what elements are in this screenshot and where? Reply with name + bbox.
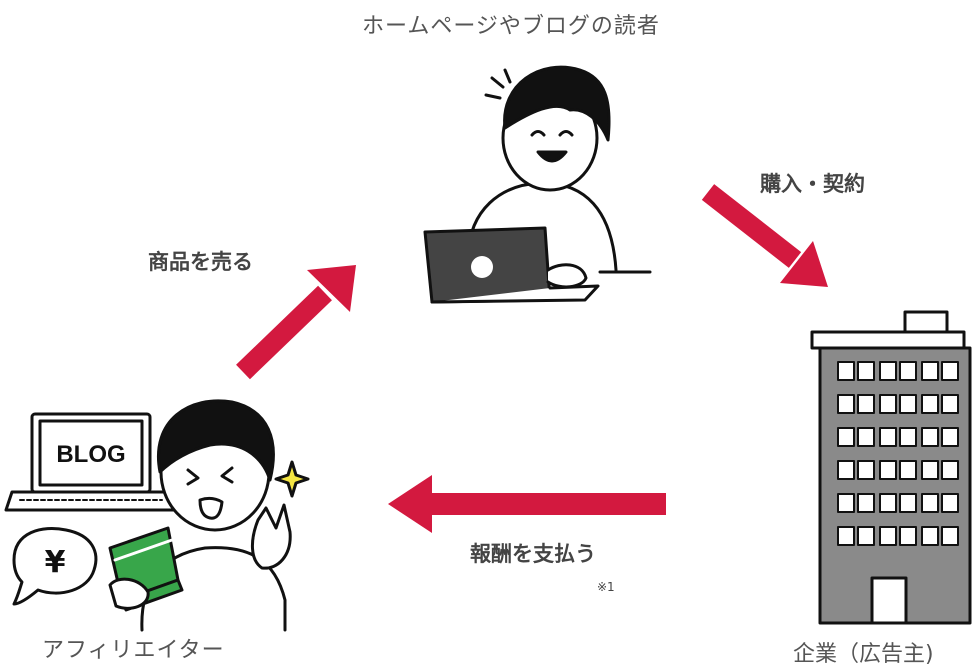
footnote-marker: ※1 xyxy=(597,580,615,594)
yen-bubble-icon xyxy=(12,527,98,606)
yen-symbol: ¥ xyxy=(45,545,66,580)
blog-screen-text: BLOG xyxy=(56,441,125,468)
blog-laptop-icon xyxy=(4,412,178,512)
affiliate-figure xyxy=(4,399,310,632)
company-label: 企業（広告主) xyxy=(793,642,934,667)
building-icon xyxy=(810,310,972,625)
arrow-purchase xyxy=(701,184,828,287)
affiliate-label: アフィリエイター xyxy=(42,638,225,663)
purchase-label: 購入・契約 xyxy=(760,172,865,196)
arrow-sell xyxy=(236,265,356,380)
reader-label: ホームページやブログの読者 xyxy=(362,14,660,39)
reader-figure xyxy=(423,65,652,304)
pay-label: 報酬を支払う xyxy=(470,542,596,566)
arrow-pay xyxy=(388,475,666,533)
sell-label: 商品を売る xyxy=(148,250,253,274)
